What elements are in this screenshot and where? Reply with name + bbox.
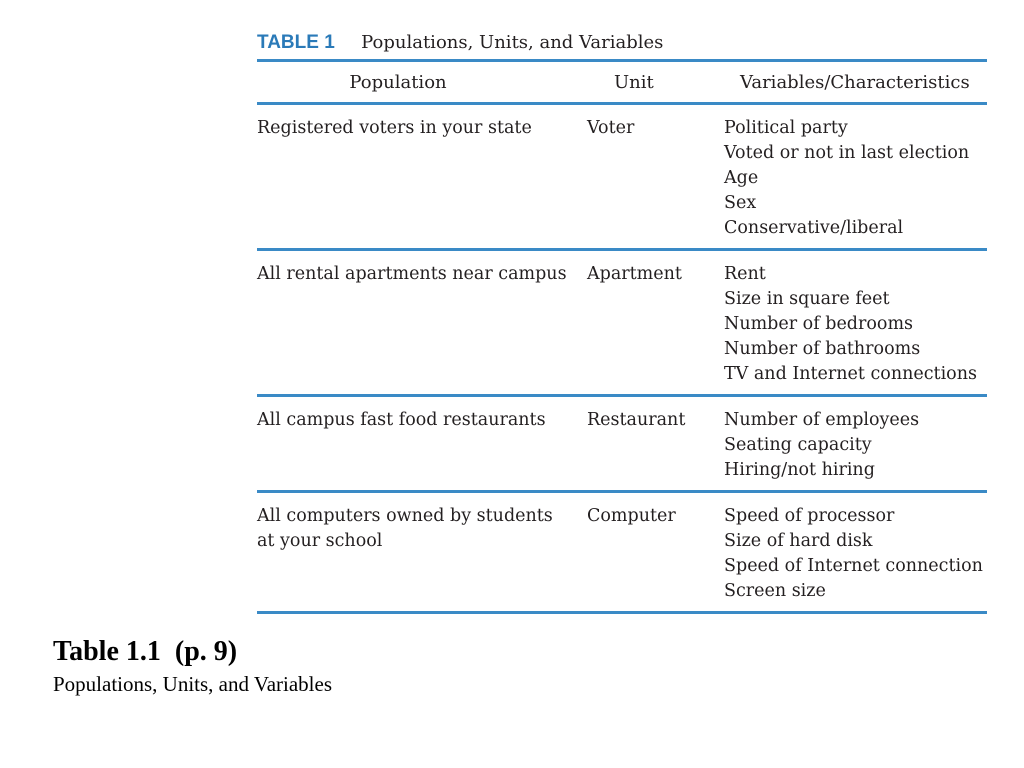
slide-caption: Table 1.1 (p. 9) Populations, Units, and… (53, 634, 332, 698)
slide-title: Table 1.1 (p. 9) (53, 636, 238, 667)
row-variables: Number of employees Seating capacity Hir… (724, 408, 987, 483)
variable-item: Size of hard disk (724, 531, 873, 551)
header-variables: Variables/Characteristics (740, 71, 970, 93)
variable-item: Rent (724, 264, 766, 284)
table-bottom-rule (257, 611, 987, 614)
row-population: All campus fast food restaurants (257, 410, 546, 430)
variable-item: Number of employees (724, 410, 920, 430)
row-variables: Speed of processor Size of hard disk Spe… (724, 504, 987, 604)
variable-item: Speed of processor (724, 506, 895, 526)
row-unit: Voter (587, 118, 635, 138)
variable-item: Hiring/not hiring (724, 460, 875, 480)
variable-item: Number of bedrooms (724, 314, 914, 334)
row-variables: Political party Voted or not in last ele… (724, 116, 987, 241)
row-divider (257, 394, 987, 397)
table-header-row: Population Unit Variables/Characteristic… (257, 62, 987, 102)
row-unit: Apartment (587, 264, 682, 284)
table-caption: Populations, Units, and Variables (361, 32, 664, 53)
row-population: Registered voters in your state (257, 118, 532, 138)
variable-item: Conservative/liberal (724, 218, 904, 238)
variable-item: Number of bathrooms (724, 339, 921, 359)
row-unit: Computer (587, 506, 676, 526)
variable-item: Political party (724, 118, 848, 138)
row-population: All rental apartments near campus (257, 264, 567, 284)
table-row: All computers owned by students at your … (257, 493, 987, 611)
slide-subtitle: Populations, Units, and Variables (53, 672, 333, 696)
row-divider (257, 490, 987, 493)
row-variables: Rent Size in square feet Number of bedro… (724, 262, 987, 387)
table-top-rule (257, 59, 987, 62)
variable-item: Screen size (724, 581, 826, 601)
variable-item: Size in square feet (724, 289, 890, 309)
variable-item: Seating capacity (724, 435, 872, 455)
header-unit: Unit (614, 71, 654, 93)
header-population: Population (349, 71, 447, 93)
variable-item: TV and Internet connections (724, 364, 977, 384)
row-population: All computers owned by students at your … (257, 506, 553, 551)
row-unit: Restaurant (587, 410, 686, 430)
table-row: Registered voters in your state Voter Po… (257, 105, 987, 248)
table-header-rule (257, 102, 987, 105)
table-figure: TABLE 1 Populations, Units, and Variable… (257, 26, 987, 614)
variable-item: Voted or not in last election (724, 143, 970, 163)
variable-item: Sex (724, 193, 757, 213)
variable-item: Age (724, 168, 759, 188)
row-divider (257, 248, 987, 251)
table-row: All rental apartments near campus Apartm… (257, 251, 987, 394)
variable-item: Speed of Internet connection (724, 556, 983, 576)
table-number-label: TABLE 1 (257, 32, 335, 53)
table-heading: TABLE 1 Populations, Units, and Variable… (257, 26, 987, 56)
table-row: All campus fast food restaurants Restaur… (257, 397, 987, 490)
